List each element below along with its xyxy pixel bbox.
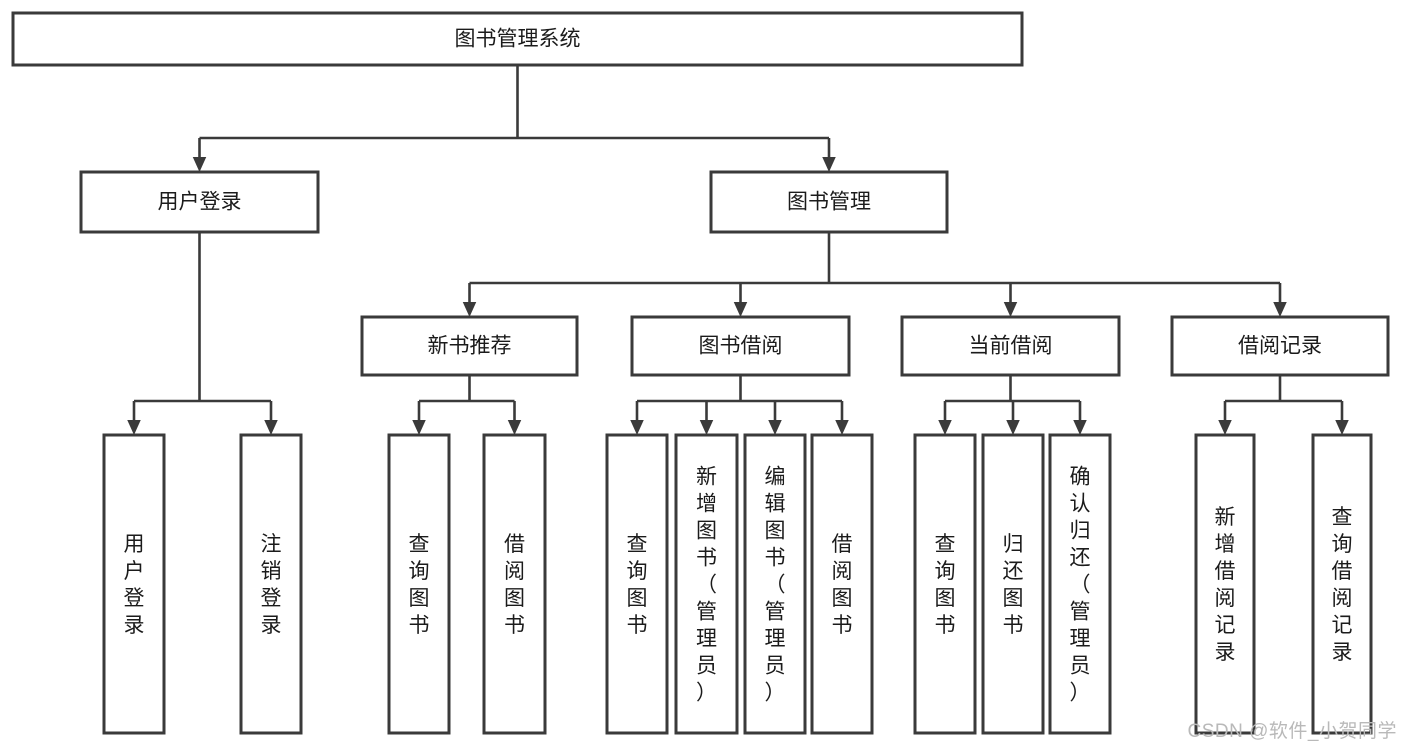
arrow-head-icon [1006, 420, 1020, 435]
node-label: 图书借阅 [699, 335, 783, 358]
node-leaf-borrow-book-2[interactable]: 借阅图书 [810, 433, 874, 735]
arrow-head-icon [1335, 420, 1349, 435]
node-leaf-user-login[interactable]: 用户登录 [102, 433, 166, 735]
arrow-head-icon [412, 420, 426, 435]
node-label: 借阅记录 [1238, 335, 1322, 358]
node-leaf-edit-book[interactable]: 编辑图书（管理员） [743, 433, 807, 735]
node-box [605, 433, 669, 735]
node-label: 图书管理 [787, 191, 871, 214]
node-box [743, 433, 807, 735]
arrow-head-icon [1273, 302, 1287, 317]
node-label: 新增图书（管理员） [696, 466, 717, 705]
node-new-book-rec[interactable]: 新书推荐 [360, 315, 579, 377]
node-label: 查询图书 [935, 533, 956, 637]
node-label: 新书推荐 [428, 335, 512, 358]
arrow-head-icon [127, 420, 141, 435]
arrow-head-icon [1218, 420, 1232, 435]
node-leaf-query-book-2[interactable]: 查询图书 [605, 433, 669, 735]
node-box [11, 11, 1024, 67]
node-box [1311, 433, 1373, 735]
node-leaf-return-book[interactable]: 归还图书 [981, 433, 1045, 735]
node-box [79, 170, 320, 234]
node-box [482, 433, 547, 735]
arrow-head-icon [822, 157, 836, 172]
node-box [900, 315, 1121, 377]
node-box [1048, 433, 1112, 735]
node-box [360, 315, 579, 377]
connector-layer [127, 65, 1349, 435]
node-borrow-record[interactable]: 借阅记录 [1170, 315, 1390, 377]
node-leaf-add-record[interactable]: 新增借阅记录 [1194, 433, 1256, 735]
node-label: 借阅图书 [504, 533, 525, 637]
node-book-borrow[interactable]: 图书借阅 [630, 315, 851, 377]
node-label: 借阅图书 [832, 533, 853, 637]
node-user-login[interactable]: 用户登录 [79, 170, 320, 234]
node-label: 新增借阅记录 [1215, 506, 1236, 664]
node-box [810, 433, 874, 735]
node-label: 查询图书 [627, 533, 648, 637]
arrow-head-icon [630, 420, 644, 435]
arrow-head-icon [507, 420, 522, 435]
node-layer: 图书管理系统用户登录图书管理新书推荐图书借阅当前借阅借阅记录用户登录注销登录查询… [11, 11, 1390, 735]
node-box [239, 433, 303, 735]
arrow-head-icon [1003, 302, 1018, 317]
node-leaf-query-record[interactable]: 查询借阅记录 [1311, 433, 1373, 735]
node-leaf-query-book-3[interactable]: 查询图书 [913, 433, 977, 735]
node-label: 查询图书 [409, 533, 430, 637]
arrow-head-icon [835, 420, 849, 435]
node-box [674, 433, 739, 735]
node-leaf-confirm-return[interactable]: 确认归还（管理员） [1048, 433, 1112, 735]
node-label: 用户登录 [124, 533, 145, 637]
node-label: 确认归还（管理员） [1070, 466, 1091, 705]
node-box [981, 433, 1045, 735]
node-leaf-borrow-book-1[interactable]: 借阅图书 [482, 433, 547, 735]
node-box [102, 433, 166, 735]
node-box [387, 433, 451, 735]
node-label: 用户登录 [158, 191, 242, 214]
arrow-head-icon [192, 157, 207, 172]
node-label: 查询借阅记录 [1332, 506, 1353, 664]
node-box [630, 315, 851, 377]
node-box [709, 170, 949, 234]
node-root[interactable]: 图书管理系统 [11, 11, 1024, 67]
node-box [913, 433, 977, 735]
node-label: 归还图书 [1003, 533, 1024, 637]
node-current-borrow[interactable]: 当前借阅 [900, 315, 1121, 377]
watermark-text: CSDN @软件_小贺同学 [1187, 721, 1397, 742]
node-book-manage[interactable]: 图书管理 [709, 170, 949, 234]
arrow-head-icon [699, 420, 714, 435]
node-leaf-query-book-1[interactable]: 查询图书 [387, 433, 451, 735]
arrow-head-icon [733, 302, 748, 317]
node-leaf-add-book[interactable]: 新增图书（管理员） [674, 433, 739, 735]
arrow-head-icon [462, 302, 477, 317]
arrow-head-icon [1073, 420, 1087, 435]
node-leaf-logout[interactable]: 注销登录 [239, 433, 303, 735]
node-label: 当前借阅 [969, 335, 1053, 358]
arrow-head-icon [768, 420, 782, 435]
node-label: 编辑图书（管理员） [765, 466, 786, 705]
node-box [1194, 433, 1256, 735]
node-label: 注销登录 [261, 533, 282, 637]
node-label: 图书管理系统 [455, 28, 581, 51]
arrow-head-icon [264, 420, 278, 435]
node-box [1170, 315, 1390, 377]
arrow-head-icon [938, 420, 952, 435]
